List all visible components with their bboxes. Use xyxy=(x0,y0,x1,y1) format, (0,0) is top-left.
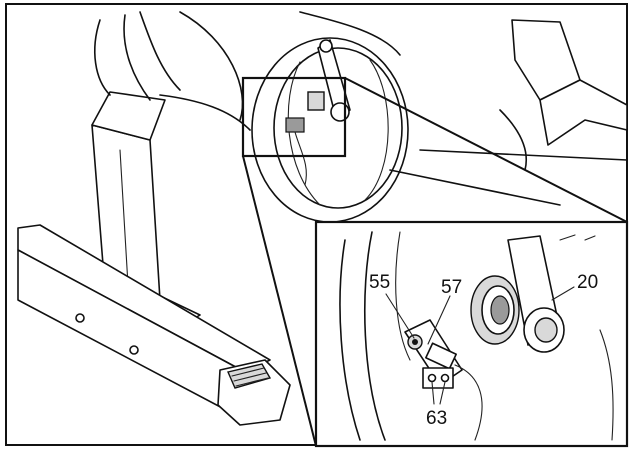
inset-flywheel-rim-outer xyxy=(339,239,361,441)
callout-55: 55 xyxy=(369,272,390,293)
leader-55 xyxy=(385,293,415,339)
floor-line-mid xyxy=(389,169,561,206)
inset-flywheel-shadow xyxy=(395,231,411,361)
detail-inset: 55 57 20 63 xyxy=(314,220,629,448)
stabilizer-hole-2 xyxy=(129,345,139,355)
inset-crank-hub-inner xyxy=(534,317,558,343)
sensor-bolt-55-center xyxy=(412,339,418,345)
inset-flywheel-rim-inner xyxy=(363,231,386,441)
axle-hub xyxy=(307,91,325,111)
upright-post-collar xyxy=(91,91,166,141)
leader-57 xyxy=(427,295,451,345)
axle-hub-center xyxy=(490,295,510,325)
detail-source-box xyxy=(241,76,347,158)
stabilizer-hole-1 xyxy=(75,313,85,323)
inset-right-curve xyxy=(599,329,614,441)
body-curve-right xyxy=(299,11,401,56)
zoom-line-left xyxy=(242,155,317,447)
detail-inset-frame xyxy=(314,220,629,448)
callout-57: 57 xyxy=(441,277,462,298)
handlebar-left-edge xyxy=(94,19,111,96)
flywheel-rim-shadow xyxy=(364,59,389,201)
crank-arm-top-hub xyxy=(319,39,333,53)
inset-hatch-marks xyxy=(559,234,596,241)
end-cap-ridges xyxy=(227,363,272,389)
upright-post-highlight xyxy=(119,149,129,286)
callout-63: 63 xyxy=(426,408,447,429)
body-curve-upper xyxy=(139,11,181,91)
leader-20 xyxy=(551,286,575,301)
handlebar-right-edge xyxy=(123,14,151,101)
screw-63-b xyxy=(440,373,450,383)
leader-63-b xyxy=(439,381,446,405)
screw-plate-63 xyxy=(422,367,454,389)
flywheel-inner-ring xyxy=(273,47,403,209)
crank-arm-bottom-hub xyxy=(330,102,350,122)
rear-housing-base xyxy=(539,79,628,146)
floor-line-right xyxy=(419,149,628,161)
main-scene xyxy=(17,11,628,447)
zoom-line-right xyxy=(344,77,628,223)
reed-switch-57 xyxy=(425,342,457,370)
screw-63-a xyxy=(427,373,437,383)
callout-20: 20 xyxy=(577,272,598,293)
end-cap-ridge-lines xyxy=(231,367,269,387)
flywheel-highlight xyxy=(287,61,321,206)
sensor-bracket xyxy=(285,117,305,133)
leader-63-a xyxy=(431,381,435,405)
sensor-wire xyxy=(294,131,307,186)
rear-housing-curve xyxy=(499,109,527,171)
sensor-wire-inset xyxy=(454,364,483,441)
